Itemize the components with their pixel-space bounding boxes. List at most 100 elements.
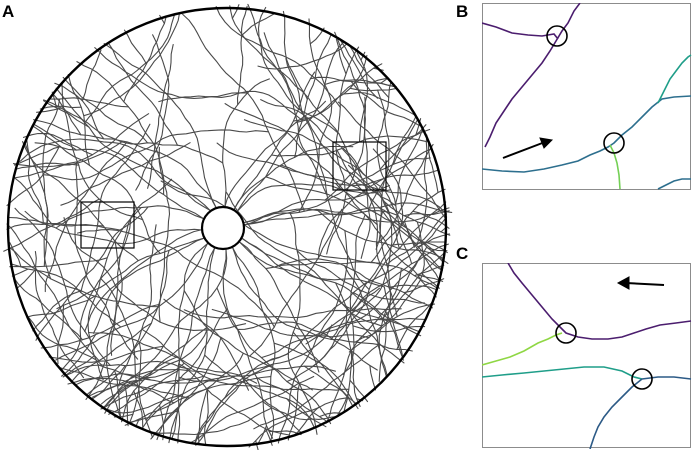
vessel-segment	[337, 101, 447, 220]
vessel-segment	[369, 364, 377, 391]
vessel-segment	[350, 80, 421, 127]
inset-b-vessel-blue-lower-right	[657, 178, 691, 190]
vessel-segment	[224, 100, 327, 207]
vessel-segment	[183, 290, 313, 391]
vessel-segment	[13, 113, 150, 179]
inset-b-vessel-green-branch	[609, 144, 621, 190]
vessel-segment	[256, 376, 327, 422]
vessel-segment	[40, 303, 160, 349]
vessel-segment	[352, 325, 426, 333]
vessel-segment	[85, 360, 107, 400]
vessel-segment	[379, 124, 427, 170]
vessel-segment	[195, 353, 289, 443]
vessel-segment	[22, 132, 94, 156]
vessel-segment	[159, 14, 165, 25]
vessel-segment	[360, 96, 371, 259]
vessel-segment	[392, 119, 418, 165]
vessel-segment	[305, 318, 419, 345]
vessel-segment	[255, 440, 259, 450]
vessel-segment	[26, 294, 97, 318]
vessel-segment	[6, 146, 60, 207]
vessel-segment	[236, 41, 345, 212]
vessel-segment	[105, 240, 123, 422]
vessel-segment	[375, 143, 434, 245]
vessel-segment	[141, 328, 350, 391]
vessel-segment	[233, 145, 354, 210]
vessel-segment	[183, 307, 402, 319]
inset-c-junction-marker-1	[555, 322, 577, 344]
vessel-segment	[312, 201, 447, 367]
vessel-segment	[9, 257, 108, 268]
vessel-segment	[335, 282, 405, 364]
vessel-segment	[236, 183, 392, 212]
vessel-segment	[24, 210, 202, 245]
vessel-segment	[55, 243, 209, 361]
vessel-segment	[92, 237, 205, 334]
vessel-segment	[257, 6, 340, 135]
vessel-segment	[222, 249, 274, 439]
vessel-segment	[13, 277, 84, 341]
vessel-segment	[129, 410, 179, 423]
vessel-segment	[56, 205, 204, 229]
vessel-segment	[123, 17, 167, 103]
vessel-segment	[222, 78, 270, 207]
vessel-segment	[412, 210, 450, 229]
vessel-segment	[141, 393, 184, 429]
vessel-segment	[335, 38, 347, 75]
vessel-segment	[6, 223, 101, 362]
vessel-segment	[351, 350, 361, 407]
vessel-segment	[156, 352, 244, 441]
inset-c-junction-marker-2	[631, 368, 653, 390]
vessel-segment	[375, 89, 390, 250]
vessel-segment	[67, 377, 175, 404]
vessel-segment	[316, 208, 444, 259]
vessel-segment	[385, 214, 445, 266]
vessel-segment	[100, 249, 228, 410]
vessel-segment	[347, 43, 390, 99]
vessel-segment	[286, 398, 327, 428]
vessel-segment	[325, 251, 425, 424]
vessel-segment	[94, 47, 249, 99]
vessel-segment	[376, 80, 413, 265]
vessel-segment	[121, 326, 208, 423]
vessel-segment	[229, 5, 356, 172]
vessel-segment	[52, 93, 82, 136]
vessel-segment	[43, 100, 90, 128]
vessel-segment	[285, 57, 370, 291]
vessel-segment	[160, 180, 381, 265]
vessel-segment	[97, 324, 333, 384]
vessel-segment	[233, 71, 316, 210]
vessel-segment	[378, 207, 449, 264]
vessel-segment	[108, 43, 179, 146]
vessel-segment	[57, 304, 65, 365]
vessel-segment	[182, 13, 305, 212]
vessel-segment	[11, 268, 29, 277]
vessel-segment	[383, 286, 404, 361]
vessel-segment	[158, 404, 165, 441]
vessel-segment	[114, 370, 122, 419]
inset-c-frame	[482, 263, 691, 448]
vessel-segment	[260, 99, 415, 248]
vessel-segment	[13, 146, 62, 166]
vessel-segment	[123, 29, 147, 65]
vessel-segment	[135, 34, 170, 191]
vessel-segment	[287, 382, 300, 441]
vessel-segment	[11, 263, 122, 328]
vessel-segment	[291, 406, 320, 438]
vessel-segment	[178, 363, 290, 436]
arrow-left-icon	[616, 276, 665, 290]
vessel-segment	[118, 224, 157, 387]
inset-c-vessel-blue	[589, 376, 692, 449]
vessel-segment	[81, 49, 102, 102]
vessel-segment	[63, 217, 247, 331]
vessel-segment	[249, 208, 343, 357]
vessel-segment	[260, 246, 428, 359]
vessel-segment	[298, 18, 333, 213]
inset-c-vessel-teal	[482, 366, 643, 380]
vessel-segment	[324, 128, 431, 201]
vessel-segment	[368, 117, 416, 209]
vessel-segment	[354, 303, 436, 343]
vessel-segment	[189, 375, 315, 444]
vessel-segment	[87, 249, 170, 395]
vessel-segment	[60, 142, 191, 206]
